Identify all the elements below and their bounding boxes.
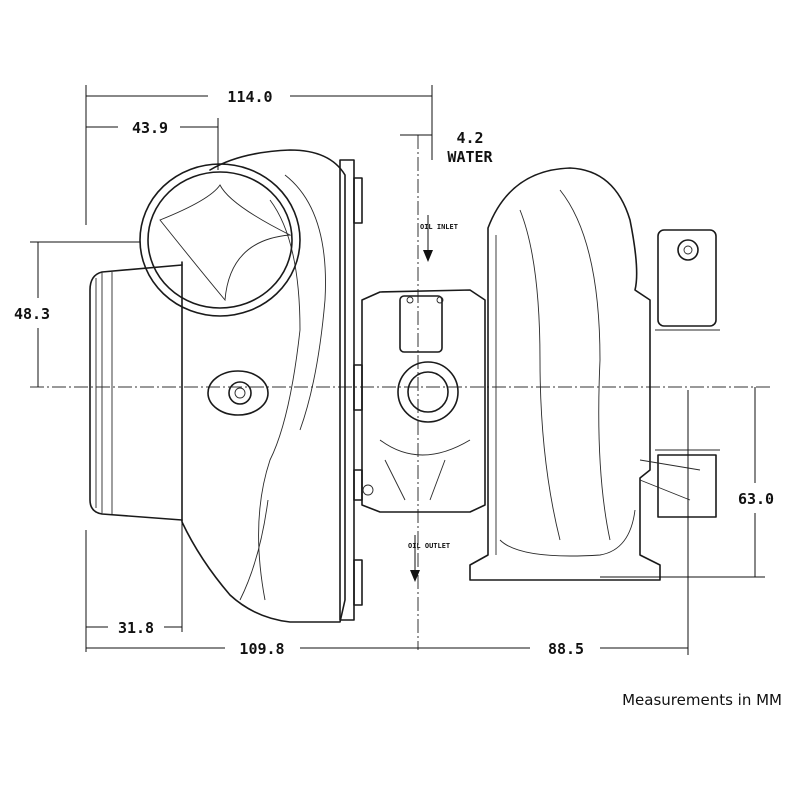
dim-43-label: 43.9: [132, 119, 168, 137]
units-note: Measurements in MM: [622, 691, 782, 709]
dim-4-label: 4.2: [456, 129, 483, 147]
water-label: WATER: [447, 148, 493, 166]
oil-inlet-label: OIL INLET: [420, 223, 458, 231]
dim-inlet-offset: 43.9: [86, 118, 219, 170]
dim-114-label: 114.0: [227, 88, 272, 106]
dim-31-label: 31.8: [118, 619, 154, 637]
dim-109-label: 109.8: [239, 640, 284, 658]
dim-inlet-height: 48.3: [14, 241, 140, 387]
oil-outlet-marker: OIL OUTLET: [408, 535, 450, 582]
dim-water: 4.2 WATER: [400, 129, 494, 166]
compressor-housing: [139, 149, 363, 623]
dim-compressor-side: 109.8: [86, 640, 418, 658]
oil-outlet-label: OIL OUTLET: [408, 542, 450, 550]
oil-inlet-marker: OIL INLET: [420, 215, 458, 262]
dim-88-label: 88.5: [548, 640, 584, 658]
turbine-housing: [469, 167, 720, 581]
dim-outlet-height: 63.0: [600, 387, 774, 578]
dim-inlet-depth: 31.8: [85, 520, 183, 652]
dim-48-label: 48.3: [14, 305, 50, 323]
dim-turbine-side: 88.5: [418, 390, 689, 658]
center-housing: [361, 289, 486, 513]
compressor-outlet-pipe: [89, 264, 183, 521]
dim-63-label: 63.0: [738, 490, 774, 508]
dim-overall-width: 114.0: [85, 85, 433, 225]
